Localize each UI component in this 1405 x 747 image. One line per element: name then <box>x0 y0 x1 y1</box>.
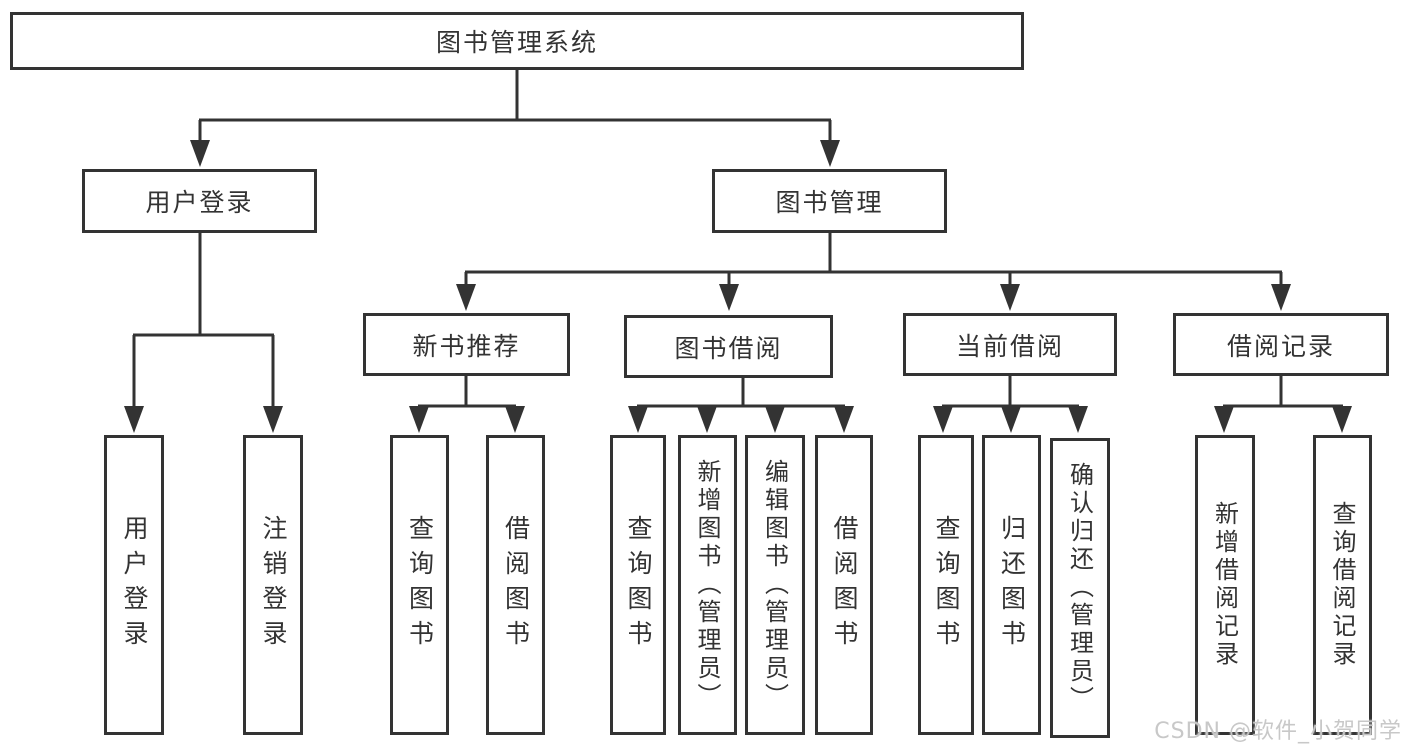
leaf-label: 用户登录 <box>120 515 149 655</box>
node-current-borrowing: 当前借阅 <box>903 313 1117 376</box>
leaf-label: 新增借阅记录 <box>1210 501 1239 669</box>
leaf-query-books-current: 查询图书 <box>918 435 974 735</box>
leaf-label: 查询图书 <box>624 515 653 655</box>
leaf-label: 借阅图书 <box>501 515 531 655</box>
node-label: 新书推荐 <box>412 331 521 361</box>
node-new-book-recommendation: 新书推荐 <box>363 313 570 376</box>
node-label: 当前借阅 <box>955 331 1064 361</box>
leaf-edit-book-admin: 编辑图书（管理员） <box>745 435 805 735</box>
leaf-label: 借阅图书 <box>830 515 859 655</box>
leaf-label: 查询图书 <box>405 515 435 655</box>
leaf-query-books-borrowing: 查询图书 <box>610 435 666 735</box>
leaf-query-books-recommend: 查询图书 <box>390 435 449 735</box>
leaf-label: 查询图书 <box>932 515 961 655</box>
node-label: 图书借阅 <box>674 333 783 363</box>
leaf-borrow-books-recommend: 借阅图书 <box>486 435 545 735</box>
leaf-confirm-return-admin: 确认归还（管理员） <box>1050 438 1110 738</box>
node-book-management: 图书管理 <box>712 169 947 233</box>
leaf-label: 确认归还（管理员） <box>1065 462 1094 714</box>
node-library-management-system: 图书管理系统 <box>10 12 1024 70</box>
leaf-return-book: 归还图书 <box>982 435 1041 735</box>
leaf-query-borrow-record: 查询借阅记录 <box>1313 435 1372 735</box>
leaf-label: 归还图书 <box>997 515 1027 655</box>
leaf-add-book-admin: 新增图书（管理员） <box>678 435 737 735</box>
leaf-label: 新增图书（管理员） <box>693 459 721 711</box>
leaf-borrow-books-borrowing: 借阅图书 <box>815 435 873 735</box>
leaf-label: 编辑图书（管理员） <box>760 459 789 711</box>
leaf-add-borrow-record: 新增借阅记录 <box>1195 435 1255 735</box>
node-book-borrowing: 图书借阅 <box>624 315 833 378</box>
node-label: 图书管理 <box>775 188 884 217</box>
leaf-user-login: 用户登录 <box>104 435 164 735</box>
node-borrowing-records: 借阅记录 <box>1173 313 1389 376</box>
node-label: 借阅记录 <box>1226 331 1335 361</box>
leaf-label: 注销登录 <box>259 515 288 655</box>
node-user-login: 用户登录 <box>82 169 317 233</box>
watermark: CSDN @软件_小贺同学 <box>1154 719 1402 744</box>
node-label: 用户登录 <box>145 188 254 217</box>
leaf-logout: 注销登录 <box>243 435 303 735</box>
node-label: 图书管理系统 <box>435 28 598 57</box>
leaf-label: 查询借阅记录 <box>1328 501 1356 669</box>
